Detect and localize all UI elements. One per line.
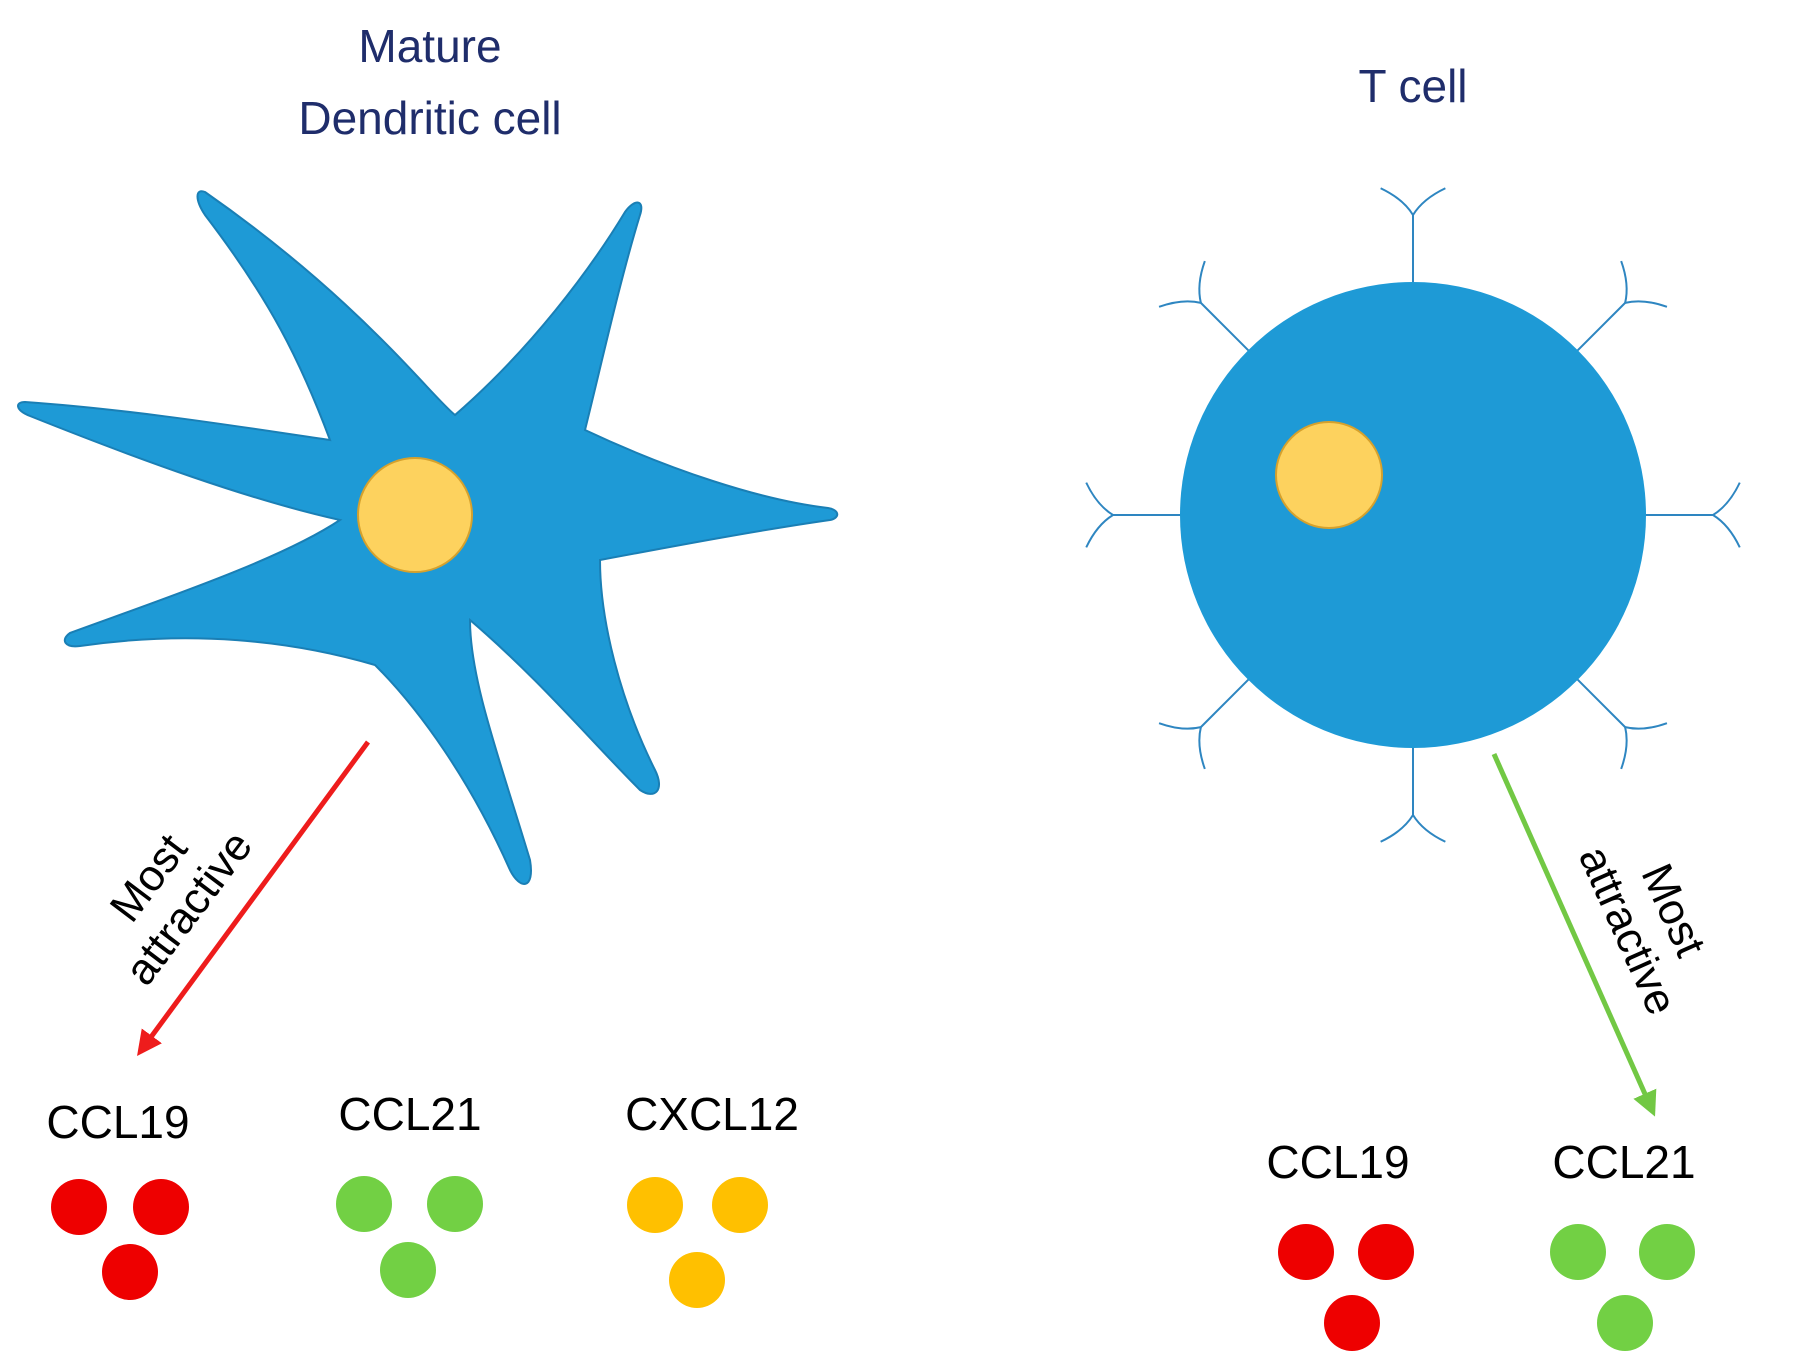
dc-cxcl12-dot [627,1177,683,1233]
receptor-arm [1380,187,1414,216]
t-chemokine-label: CCL19 [1266,1136,1409,1188]
dendritic-cell-arrow [137,740,371,1057]
dc-chemokine-cxcl12: CXCL12 [625,1088,799,1308]
receptor-stem [1571,673,1626,728]
receptor-arm [1198,726,1206,770]
dc-chemokine-label: CCL19 [46,1096,189,1148]
t-cell-body [1180,282,1646,748]
dc-chemokine-label: CCL21 [338,1088,481,1140]
receptor-arm [1412,814,1446,843]
t-cell-nucleus [1275,421,1383,529]
receptor-arm [1620,260,1628,304]
receptor-arm [1412,187,1446,216]
receptor-arm [1380,814,1414,843]
t-cell-title: T cell [1358,60,1467,112]
dc-chemokine-label: CXCL12 [625,1088,799,1140]
dc-chemokine-ccl21: CCL21 [336,1088,483,1298]
t-cell-arrow [1491,752,1657,1117]
dc-ccl19-dot [133,1179,189,1235]
receptor-arm [1198,260,1206,304]
dendritic-cell-title-line1: Mature [358,20,501,72]
t-ccl21-dot [1597,1295,1653,1351]
t-chemokine-ccl19: CCL19 [1266,1136,1414,1351]
receptor-stem [1200,673,1255,728]
t-cell-group: T cell Most attractive CCL19 CCL21 [1085,60,1741,1351]
receptor-arm [1624,722,1668,730]
dc-ccl21-dot [380,1242,436,1298]
dc-cxcl12-dot [712,1177,768,1233]
dc-chemokine-ccl19: CCL19 [46,1096,190,1300]
dc-ccl19-dot [102,1244,158,1300]
receptor-stem [1571,302,1626,357]
dc-ccl21-dot [336,1176,392,1232]
receptor-arm [1712,482,1741,516]
dendritic-cell-arrow-label: Most attractive [101,822,262,994]
receptor-arm [1085,514,1114,548]
t-ccl21-dot [1639,1224,1695,1280]
receptor-arm [1624,300,1668,308]
t-ccl19-dot [1324,1295,1380,1351]
dc-ccl21-dot [427,1176,483,1232]
t-ccl21-dot [1550,1224,1606,1280]
t-chemokine-ccl21: CCL21 [1550,1136,1696,1351]
t-chemokine-label: CCL21 [1552,1136,1695,1188]
receptor-arm [1085,482,1114,516]
dc-cxcl12-dot [669,1252,725,1308]
receptor-arm [1712,514,1741,548]
dendritic-cell-title-line2: Dendritic cell [298,92,561,144]
t-cell-receptors [1085,187,1741,843]
receptor-arm [1158,722,1202,730]
receptor-stem [1200,302,1255,357]
dc-ccl19-dot [51,1179,107,1235]
dendritic-cell-nucleus [357,457,473,573]
dendritic-cell-group: Mature Dendritic cell Most attractive CC… [17,20,839,1308]
t-cell-arrow-label: Most attractive [1569,839,1715,1022]
t-ccl19-dot [1278,1224,1334,1280]
receptor-arm [1620,726,1628,770]
receptor-arm [1158,300,1202,308]
t-ccl19-dot [1358,1224,1414,1280]
